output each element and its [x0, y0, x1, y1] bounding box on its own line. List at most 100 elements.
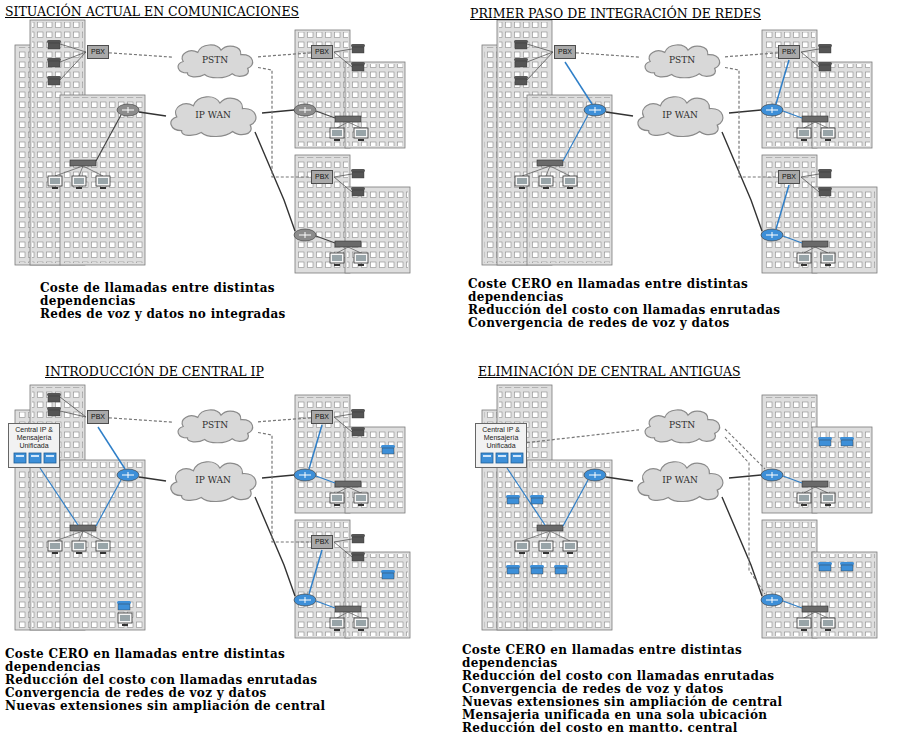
phone-handset: [351, 409, 365, 412]
router-symbol: [761, 229, 783, 241]
building-windows: [62, 462, 143, 628]
router-arrows: [766, 597, 778, 603]
wan-link: [722, 132, 762, 231]
voice-trunk: [565, 62, 592, 104]
building: [295, 30, 350, 148]
phone-body: [531, 498, 543, 504]
lan-line: [83, 531, 103, 541]
node-text: PBX: [315, 413, 329, 421]
phone-body: [507, 568, 519, 574]
monitor-screen: [332, 495, 342, 501]
pbx-box: PBX: [311, 535, 333, 549]
server-slot: [483, 455, 491, 457]
pbx-box: PBX: [778, 45, 800, 59]
lan-line: [79, 166, 83, 176]
network-cloud: PSTN: [172, 41, 258, 79]
benefit-note: Redes de voz y datos no integradas: [40, 308, 340, 321]
phone-handset: [506, 495, 520, 498]
building: [60, 95, 145, 265]
lan-line: [550, 531, 570, 541]
monitor-base: [358, 504, 364, 506]
pstn-connector: [258, 53, 311, 57]
pstn-connector: [527, 430, 639, 443]
monitor: [354, 493, 368, 503]
monitor: [563, 176, 577, 186]
phone-body: [352, 172, 364, 178]
monitor: [797, 618, 811, 628]
phone-body: [531, 568, 543, 574]
pbx-box: PBX: [311, 410, 333, 424]
phone-body: [841, 565, 853, 571]
switch-symbol: [802, 241, 828, 247]
monitor: [48, 176, 62, 186]
monitor-screen: [50, 178, 60, 184]
building: [527, 95, 612, 265]
phone-handset: [554, 565, 568, 568]
building: [527, 460, 612, 630]
node-text: PSTN: [669, 420, 695, 430]
monitor: [539, 541, 553, 551]
phone-body: [382, 573, 394, 579]
building-windows: [347, 429, 403, 511]
phone-body: [515, 43, 527, 49]
phone-handset: [818, 169, 832, 172]
switch-symbol: [70, 160, 96, 166]
phone-body: [48, 410, 60, 416]
cloud-shape: [171, 97, 256, 137]
phone-line: [60, 397, 86, 417]
phone-handset: [840, 562, 854, 565]
cloud-shape: [645, 45, 720, 78]
monitor-base: [122, 624, 128, 626]
pstn-connector: [258, 68, 311, 178]
node-text: PBX: [315, 48, 329, 56]
router-arrows: [766, 107, 778, 113]
lan-line: [83, 166, 103, 176]
phone-handset: [818, 187, 832, 190]
server-slot: [31, 455, 39, 457]
monitor: [515, 541, 529, 551]
pstn-connector: [109, 418, 172, 422]
switch-symbol: [70, 525, 96, 531]
phone-line: [801, 49, 819, 52]
monitor-base: [52, 552, 58, 554]
phone-body: [819, 440, 831, 446]
phone-line: [60, 52, 86, 80]
phone-body: [352, 537, 364, 543]
server-unit: [44, 453, 56, 463]
building-windows: [62, 97, 143, 263]
monitor-screen: [541, 543, 551, 549]
phone-line: [334, 49, 352, 52]
lan-line: [96, 480, 121, 526]
router-arrows: [122, 472, 134, 478]
phone-handset: [818, 562, 832, 565]
phone-handset: [381, 445, 395, 448]
lan-line: [507, 468, 545, 525]
lan-line: [783, 476, 802, 483]
benefit-note: Convergencia de redes de voz y datos: [468, 317, 828, 330]
router-arrows: [589, 107, 601, 113]
monitor: [96, 541, 110, 551]
monitor-base: [76, 187, 82, 189]
lan-line: [804, 122, 815, 128]
lan-line: [316, 601, 335, 608]
building-windows: [814, 554, 875, 636]
lan-line: [337, 487, 348, 493]
lan-line: [79, 531, 83, 541]
monitor: [797, 493, 811, 503]
pstn-connector: [725, 53, 778, 57]
node-text: PBX: [558, 48, 572, 56]
phone-line: [60, 52, 86, 62]
monitor: [330, 493, 344, 503]
node-text: PBX: [782, 173, 796, 181]
monitor-base: [358, 139, 364, 141]
monitor-base: [334, 139, 340, 141]
monitor-base: [567, 552, 573, 554]
wan-link: [606, 112, 633, 116]
phone-body: [819, 65, 831, 71]
wan-link: [139, 477, 166, 481]
monitor: [330, 253, 344, 263]
cloud-shape: [645, 410, 720, 443]
phone-body: [118, 604, 130, 610]
router-arrows: [299, 472, 311, 478]
network-cloud: IP WAN: [164, 457, 262, 503]
